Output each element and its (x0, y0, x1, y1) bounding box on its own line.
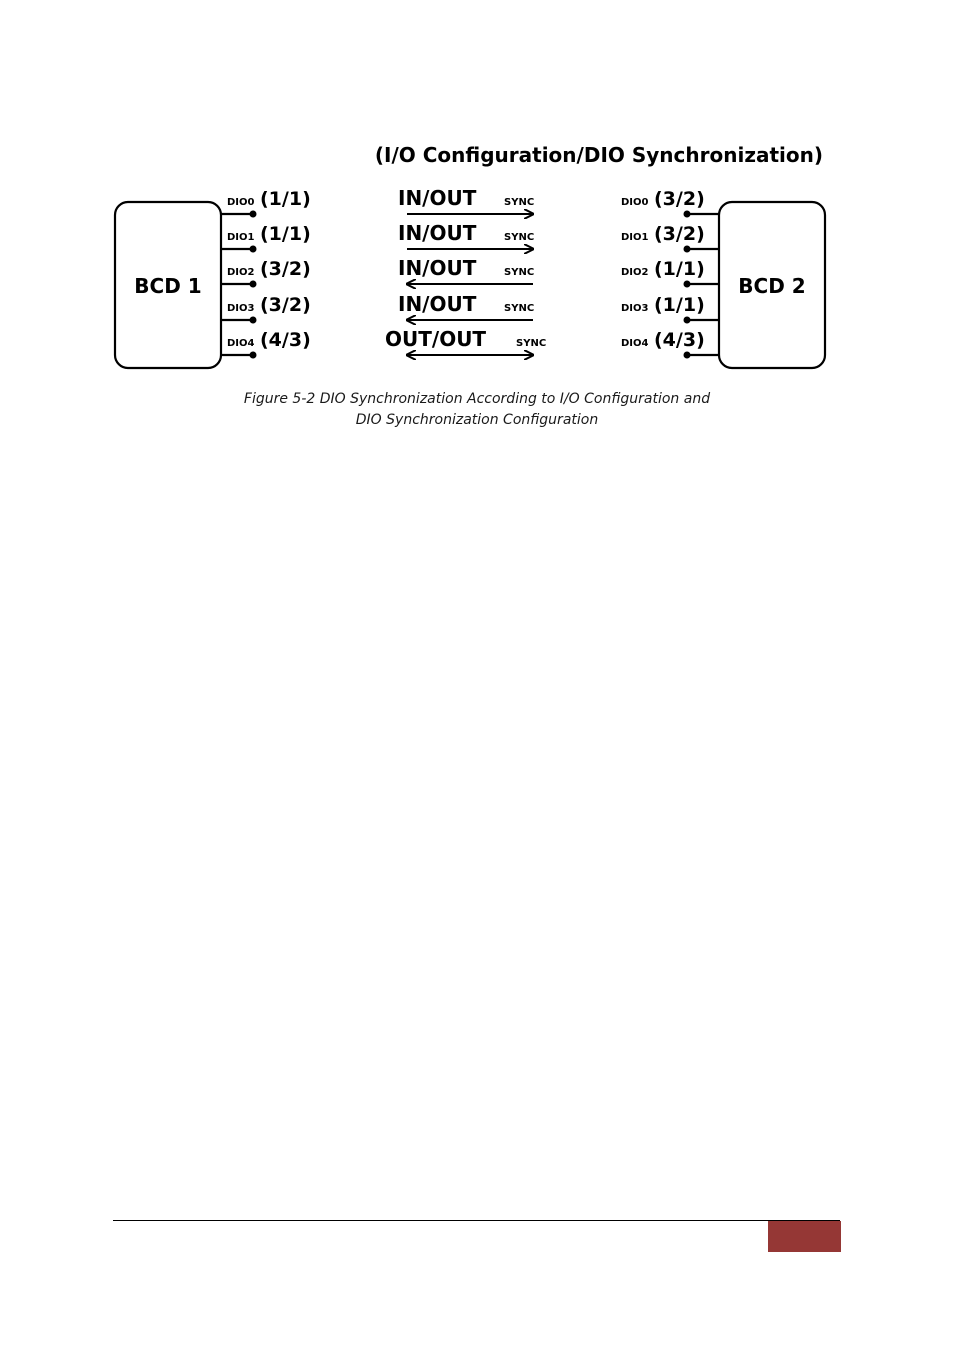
sync-label: SYNC (504, 303, 534, 314)
footer-rule (113, 1220, 840, 1221)
right-pin-dot (683, 316, 691, 324)
left-dio-config: (3/2) (260, 294, 311, 316)
connection-mode-label: IN/OUT (398, 221, 477, 245)
left-dio-config: (1/1) (260, 223, 311, 245)
left-pin-dot (249, 245, 257, 253)
left-dio-config: (1/1) (260, 188, 311, 210)
left-pin-dot (249, 351, 257, 359)
right-dio-name: DIO3 (621, 303, 649, 314)
sync-label: SYNC (504, 197, 534, 208)
left-pin-dot (249, 280, 257, 288)
left-dio-config: (4/3) (260, 329, 311, 351)
left-dio-name: DIO4 (227, 338, 255, 349)
bcd2-label: BCD 2 (738, 274, 805, 298)
left-pin-dot (249, 210, 257, 218)
figure-caption-line-2: DIO Synchronization Configuration (355, 412, 599, 428)
right-pin-dot (683, 210, 691, 218)
right-dio-config: (4/3) (654, 329, 705, 351)
left-dio-name: DIO3 (227, 303, 255, 314)
connection-mode-label: IN/OUT (398, 256, 477, 280)
right-dio-name: DIO1 (621, 232, 649, 243)
right-dio-config: (1/1) (654, 258, 705, 280)
connection-mode-label: IN/OUT (398, 186, 477, 210)
dio-sync-diagram: (I/O Configuration/DIO Synchronization) … (113, 143, 827, 370)
right-dio-config: (3/2) (654, 223, 705, 245)
bcd1-label: BCD 1 (134, 274, 201, 298)
sync-label: SYNC (504, 267, 534, 278)
diagram-title: (I/O Configuration/DIO Synchronization) (375, 143, 823, 167)
left-dio-config: (3/2) (260, 258, 311, 280)
sync-label: SYNC (504, 232, 534, 243)
connection-mode-label: OUT/OUT (385, 327, 486, 351)
left-pin-dot (249, 316, 257, 324)
right-dio-name: DIO2 (621, 267, 649, 278)
left-dio-name: DIO2 (227, 267, 255, 278)
sync-label: SYNC (516, 338, 546, 349)
figure-caption-line-1: Figure 5-2 DIO Synchronization According… (243, 391, 711, 407)
left-dio-name: DIO1 (227, 232, 255, 243)
page-number-tab (768, 1221, 841, 1252)
right-dio-name: DIO0 (621, 197, 649, 208)
right-dio-name: DIO4 (621, 338, 649, 349)
connection-mode-label: IN/OUT (398, 292, 477, 316)
right-dio-config: (1/1) (654, 294, 705, 316)
left-dio-name: DIO0 (227, 197, 255, 208)
right-pin-dot (683, 280, 691, 288)
right-dio-config: (3/2) (654, 188, 705, 210)
right-pin-dot (683, 245, 691, 253)
right-pin-dot (683, 351, 691, 359)
